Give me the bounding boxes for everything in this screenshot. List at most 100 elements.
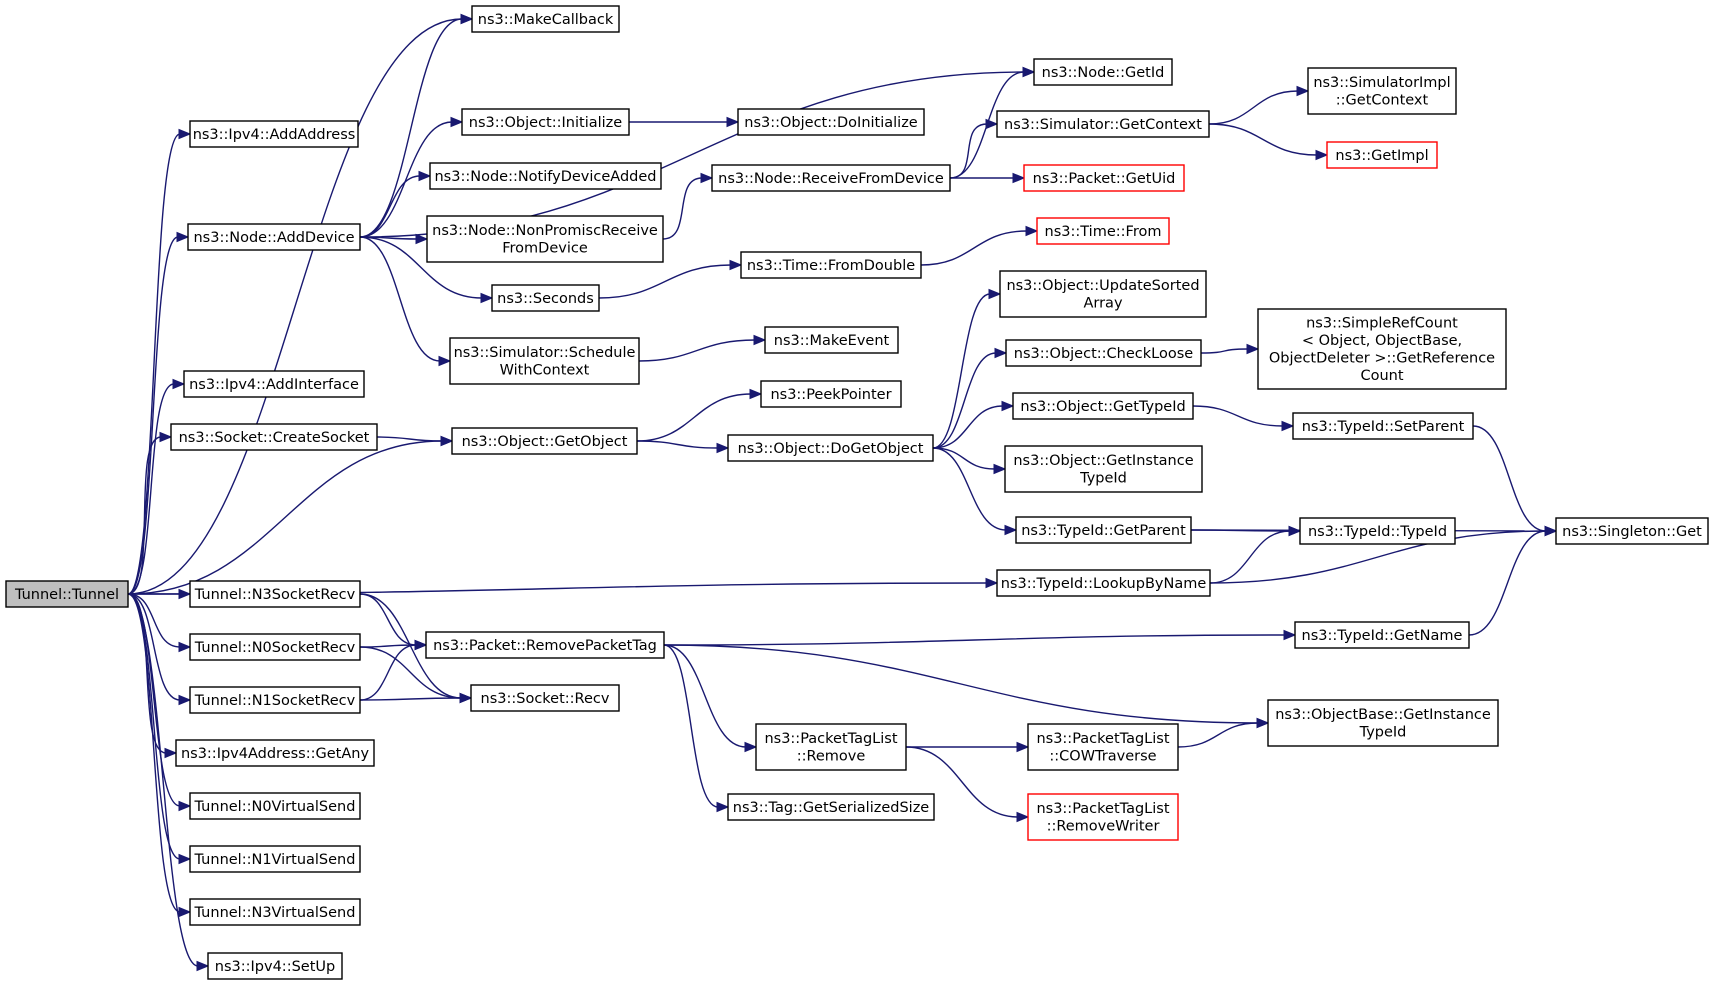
node-object-dogetobject[interactable]: ns3::Object::DoGetObject (727, 434, 934, 462)
node-simplerefcount[interactable]: ns3::SimpleRefCount< Object, ObjectBase,… (1257, 308, 1507, 390)
node-label: ns3::Packet::RemovePacketTag (433, 638, 657, 654)
node-simulator-getcontext[interactable]: ns3::Simulator::GetContext (996, 110, 1210, 138)
node-label: TypeId (1079, 471, 1127, 487)
node-ipv4-addaddress[interactable]: ns3::Ipv4::AddAddress (189, 120, 359, 148)
node-singleton-get[interactable]: ns3::Singleton::Get (1555, 517, 1709, 545)
call-edge-node-adddevice-to-node-getid (359, 66, 1036, 238)
node-typeid-typeid[interactable]: ns3::TypeId::TypeId (1299, 517, 1456, 545)
node-object-getobject[interactable]: ns3::Object::GetObject (451, 427, 638, 455)
node-label: ns3::Simulator::GetContext (1004, 117, 1202, 133)
node-simulatorimpl-getcontext[interactable]: ns3::SimulatorImpl::GetContext (1307, 67, 1457, 115)
call-edge-packet-removepackettag-to-tag-getserializedsize (663, 644, 730, 813)
node-box (1027, 723, 1179, 771)
arrowhead-icon (418, 170, 432, 182)
arrowhead-icon (753, 334, 767, 346)
node-typeid-lookupbyname[interactable]: ns3::TypeId::LookupByName (996, 569, 1211, 597)
node-node-getid[interactable]: ns3::Node::GetId (1033, 58, 1173, 86)
call-edge-packet-removepackettag-to-objectbase-getinstancetypeid (663, 644, 1270, 729)
node-n0socketrecv[interactable]: Tunnel::N0SocketRecv (189, 633, 361, 661)
arrowhead-icon (438, 355, 452, 367)
node-box (451, 427, 638, 455)
node-object-initialize[interactable]: ns3::Object::Initialize (461, 108, 630, 136)
node-object-doinitialize[interactable]: ns3::Object::DoInitialize (737, 108, 925, 136)
node-n3virtualsend[interactable]: Tunnel::N3VirtualSend (189, 898, 361, 926)
node-packet-removepackettag[interactable]: ns3::Packet::RemovePacketTag (425, 631, 665, 659)
node-n1virtualsend[interactable]: Tunnel::N1VirtualSend (189, 845, 361, 873)
node-packet-getuid[interactable]: ns3::Packet::GetUid (1023, 164, 1185, 192)
node-n0virtualsend[interactable]: Tunnel::N0VirtualSend (189, 792, 361, 820)
arrowhead-icon (716, 442, 730, 454)
node-label: ns3::Object::DoGetObject (738, 441, 924, 457)
node-typeid-getparent[interactable]: ns3::TypeId::GetParent (1015, 516, 1192, 544)
arrowhead-icon (178, 588, 192, 600)
node-label: ns3::Time::FromDouble (747, 258, 915, 274)
node-label: ns3::TypeId::SetParent (1302, 419, 1465, 435)
node-box (1294, 621, 1470, 649)
node-socket-recv[interactable]: ns3::Socket::Recv (470, 684, 620, 712)
call-edge-packettaglist-cowtraverse-to-objectbase-getinstancetypeid (1177, 717, 1270, 748)
node-ipv4-addinterface[interactable]: ns3::Ipv4::AddInterface (183, 370, 365, 398)
node-label: ns3::GetImpl (1335, 148, 1428, 164)
arrowhead-icon (440, 435, 454, 447)
arrowhead-icon (450, 116, 464, 128)
node-box (187, 223, 361, 251)
node-tag-getserializedsize[interactable]: ns3::Tag::GetSerializedSize (727, 793, 935, 821)
arrowhead-icon (744, 741, 758, 753)
node-label: ns3::TypeId::TypeId (1308, 524, 1447, 540)
node-n1socketrecv[interactable]: Tunnel::N1SocketRecv (189, 686, 361, 714)
node-ipv4-setup[interactable]: ns3::Ipv4::SetUp (207, 952, 343, 980)
node-box (737, 108, 925, 136)
node-node-receivefromdevice[interactable]: ns3::Node::ReceiveFromDevice (711, 164, 951, 192)
node-node-adddevice[interactable]: ns3::Node::AddDevice (187, 223, 361, 251)
node-socket-createsocket[interactable]: ns3::Socket::CreateSocket (170, 423, 378, 451)
node-makeevent[interactable]: ns3::MakeEvent (764, 326, 899, 354)
node-typeid-getname[interactable]: ns3::TypeId::GetName (1294, 621, 1470, 649)
node-time-fromdouble[interactable]: ns3::Time::FromDouble (740, 251, 922, 279)
node-box (1326, 141, 1438, 169)
node-peekpointer[interactable]: ns3::PeekPointer (760, 380, 902, 408)
node-ipv4address-getany[interactable]: ns3::Ipv4Address::GetAny (175, 739, 375, 767)
node-box (189, 792, 361, 820)
node-typeid-setparent[interactable]: ns3::TypeId::SetParent (1292, 412, 1474, 440)
node-box (491, 284, 600, 312)
call-edge-simulator-getcontext-to-simulatorimpl-getcontext (1208, 85, 1310, 125)
node-makecallback[interactable]: ns3::MakeCallback (471, 5, 620, 33)
node-packettaglist-remove[interactable]: ns3::PacketTagList::Remove (755, 723, 907, 771)
call-edge-tunnel-to-makecallback (127, 13, 474, 595)
node-time-from[interactable]: ns3::Time::From (1036, 217, 1170, 245)
node-box (1015, 516, 1192, 544)
arrowhead-icon (1296, 85, 1310, 97)
arrowhead-icon (172, 378, 186, 390)
node-packettaglist-removewriter[interactable]: ns3::PacketTagList::RemoveWriter (1027, 793, 1179, 841)
call-edge-node-adddevice-to-object-initialize (359, 116, 464, 238)
node-label: ns3::PacketTagList (1036, 801, 1169, 817)
node-label: ns3::MakeEvent (774, 333, 890, 349)
arrowhead-icon (1022, 66, 1036, 78)
call-edge-socket-createsocket-to-object-getobject (376, 435, 454, 447)
arrowhead-icon (415, 233, 429, 245)
arrowhead-icon (726, 116, 740, 128)
node-label: ns3::Seconds (497, 291, 594, 307)
node-getimpl[interactable]: ns3::GetImpl (1326, 141, 1438, 169)
node-label: ns3::Ipv4::AddInterface (189, 377, 359, 393)
call-edge-object-getobject-to-object-dogetobject (636, 440, 730, 454)
node-box (189, 120, 359, 148)
node-node-notifydeviceadded[interactable]: ns3::Node::NotifyDeviceAdded (429, 162, 662, 190)
node-n3socketrecv[interactable]: Tunnel::N3SocketRecv (189, 580, 361, 608)
call-edge-n1socketrecv-to-socket-recv (359, 692, 473, 704)
call-edge-node-adddevice-to-seconds (359, 236, 494, 304)
node-box (470, 684, 620, 712)
node-object-gettypeid[interactable]: ns3::Object::GetTypeId (1012, 392, 1194, 420)
node-seconds[interactable]: ns3::Seconds (491, 284, 600, 312)
arrowhead-icon (1288, 525, 1302, 537)
arrowhead-icon (1016, 741, 1030, 753)
node-box (425, 631, 665, 659)
node-object-checkloose[interactable]: ns3::Object::CheckLoose (1005, 339, 1202, 367)
arrowhead-icon (480, 292, 494, 304)
node-packettaglist-cowtraverse[interactable]: ns3::PacketTagList::COWTraverse (1027, 723, 1179, 771)
